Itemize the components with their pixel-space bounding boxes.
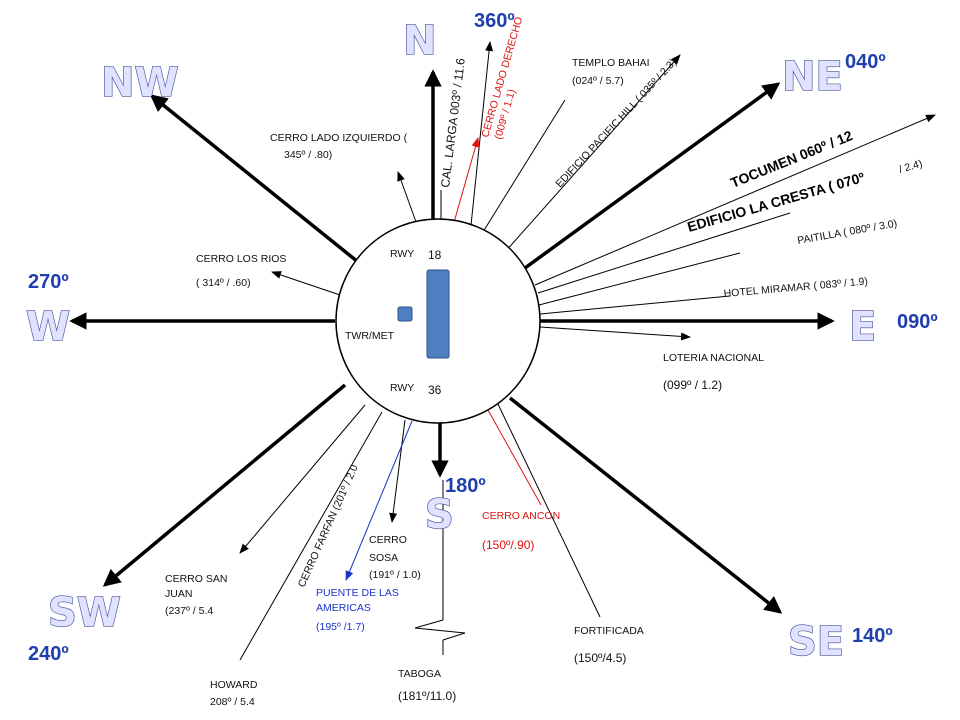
degree-w: 270º: [28, 271, 69, 293]
cardinal-letters: N NE E SE S SW W NW: [25, 17, 877, 665]
line-pacific-hill-2: [504, 54, 681, 253]
cardinal-sw: SW: [48, 590, 121, 636]
line-templo-bahai: [477, 99, 566, 241]
rwy-bottom-number: 36: [428, 383, 442, 397]
label-howard-2: 208º / 5.4: [210, 696, 255, 708]
arrow-southwest: [102, 383, 347, 587]
cardinal-se: SE: [788, 619, 844, 665]
station: RWY 18 TWR/MET RWY 36: [335, 218, 541, 424]
line-puente-americas: [345, 420, 413, 581]
cardinal-s: S: [425, 492, 454, 538]
line-cerro-los-rios: [271, 271, 341, 296]
cardinal-nw: NW: [101, 60, 179, 106]
label-cerro-sosa-3: (191º / 1.0): [369, 569, 421, 581]
rwy-top-number: 18: [428, 248, 442, 262]
label-cerro-san-juan-1: CERRO SAN: [165, 573, 227, 585]
cardinal-n: N: [403, 18, 436, 64]
degree-ne: 040º: [845, 51, 886, 73]
line-fortificada: [496, 401, 601, 618]
taboga-break-symbol: [414, 619, 466, 641]
line-cerro-sosa: [389, 419, 406, 523]
label-templo-bahai-1: TEMPLO BAHAI: [572, 57, 650, 69]
cardinal-arrows: [69, 69, 835, 614]
degree-sw: 240º: [28, 643, 69, 665]
line-cerro-ancon: [487, 409, 542, 506]
label-fortificada-2: (150º/4.5): [574, 651, 626, 665]
label-howard-1: HOWARD: [210, 679, 258, 691]
label-cerro-los-rios-2: ( 314º / .60): [196, 277, 251, 289]
line-hotel-miramar: [539, 295, 731, 315]
degree-s: 180º: [445, 475, 486, 497]
label-cerro-izquierdo-1: CERRO LADO IZQUIERDO (: [270, 132, 408, 144]
tower-met-box: [397, 306, 413, 322]
degree-se: 140º: [852, 625, 893, 647]
red-lines: [450, 137, 542, 506]
label-puente-3: (195º /1.7): [316, 621, 365, 633]
label-taboga-1: TABOGA: [398, 668, 441, 680]
label-puente-2: AMERICAS: [316, 602, 371, 614]
label-cerro-sosa-1: CERRO: [369, 534, 407, 546]
label-cerro-izquierdo-2: 345º / .80): [284, 149, 332, 161]
line-cerro-farfan: [239, 411, 383, 661]
label-cerro-ancon-1: CERRO ANCON: [482, 510, 560, 522]
label-cerro-ancon-2: (150º/.90): [482, 538, 534, 552]
label-cerro-los-rios-1: CERRO LOS RIOS: [196, 253, 286, 265]
arrow-northeast: [523, 82, 781, 270]
line-tocumen: [534, 114, 936, 286]
tower-met-label: TWR/MET: [345, 330, 395, 342]
label-cerro-farfan: CERRO FARFAN (201º / 2.0: [296, 463, 361, 589]
label-cerro-san-juan-3: (237º / 5.4: [165, 605, 213, 617]
arrow-northwest: [149, 94, 360, 264]
line-pacific-hill: [469, 41, 494, 236]
arrow-southeast: [508, 396, 783, 614]
label-hotel-miramar: HOTEL MIRAMAR ( 083º / 1.9): [723, 275, 868, 300]
landmark-lines: [239, 41, 936, 661]
label-taboga-2: (181º/11.0): [398, 689, 456, 703]
label-la-cresta-value: / 2.4): [898, 158, 924, 176]
cardinal-w: W: [26, 304, 70, 350]
label-loteria-2: (099º / 1.2): [663, 378, 722, 392]
cardinal-ne: NE: [782, 54, 843, 100]
rwy-top-label: RWY: [390, 248, 414, 260]
runway: [426, 269, 450, 359]
line-loteria: [539, 326, 691, 341]
line-paitilla: [538, 252, 741, 306]
rwy-bottom-label: RWY: [390, 382, 414, 394]
label-puente-1: PUENTE DE LAS: [316, 587, 399, 599]
degree-labels: 360º 040º 090º 140º 180º 240º 270º: [28, 10, 938, 665]
line-cerro-san-juan: [239, 404, 366, 554]
label-la-cresta: EDIFICIO LA CRESTA ( 070º: [685, 169, 866, 235]
degree-n: 360º: [474, 10, 515, 32]
cardinal-e: E: [849, 304, 876, 350]
label-fortificada-1: FORTIFICADA: [574, 625, 644, 637]
label-cal-larga: CAL. LARGA 003º / 11.6: [438, 57, 468, 188]
degree-e: 090º: [897, 311, 938, 333]
line-cerro-lado-derecho: [450, 137, 480, 234]
line-la-cresta: [537, 212, 791, 294]
label-cerro-sosa-2: SOSA: [369, 552, 398, 564]
label-paitilla: PAITILLA ( 080º / 3.0): [796, 218, 898, 247]
label-cerro-san-juan-2: JUAN: [165, 588, 192, 600]
label-templo-bahai-2: (024º / 5.7): [572, 75, 624, 87]
label-loteria-1: LOTERIA NACIONAL: [663, 352, 764, 364]
